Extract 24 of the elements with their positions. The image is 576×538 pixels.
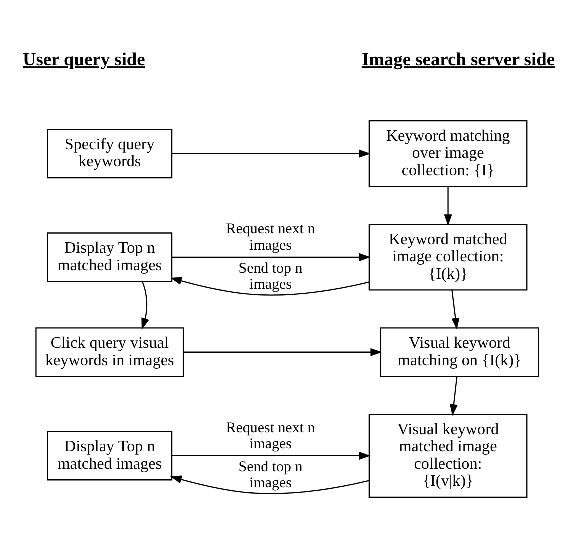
node-box: Specify query keywords [47,128,173,178]
edge-label: Send top n images [238,260,303,292]
label: User query side [22,49,146,70]
arrow [172,149,371,158]
arrow [172,451,371,460]
arrow [184,348,382,356]
node-box: Visual keyword matching on {I(k)} [380,327,540,377]
edge-label: Request next n images [226,420,316,452]
node-box: Click query visual keywords in images [36,327,184,377]
node-box: Keyword matching over image collection: {I} [368,120,528,187]
node-box: Display Top n matched images [47,430,173,480]
label: Image search server side [362,49,556,70]
node-box: Display Top n matched images [47,232,173,282]
edge-label: Request next n images [226,221,316,254]
arrow [452,290,460,330]
arrow [170,475,370,494]
node-box: Keyword matched image collection: {I(k)} [368,224,528,290]
node-box: Visual keyword matched image collection: {I(v|k)} [368,413,528,498]
arrow [172,252,371,261]
arrow [444,186,452,226]
arrow [170,276,370,296]
arrow [450,376,458,416]
arrow [142,281,150,330]
edge-label: Send top n images [238,458,303,491]
